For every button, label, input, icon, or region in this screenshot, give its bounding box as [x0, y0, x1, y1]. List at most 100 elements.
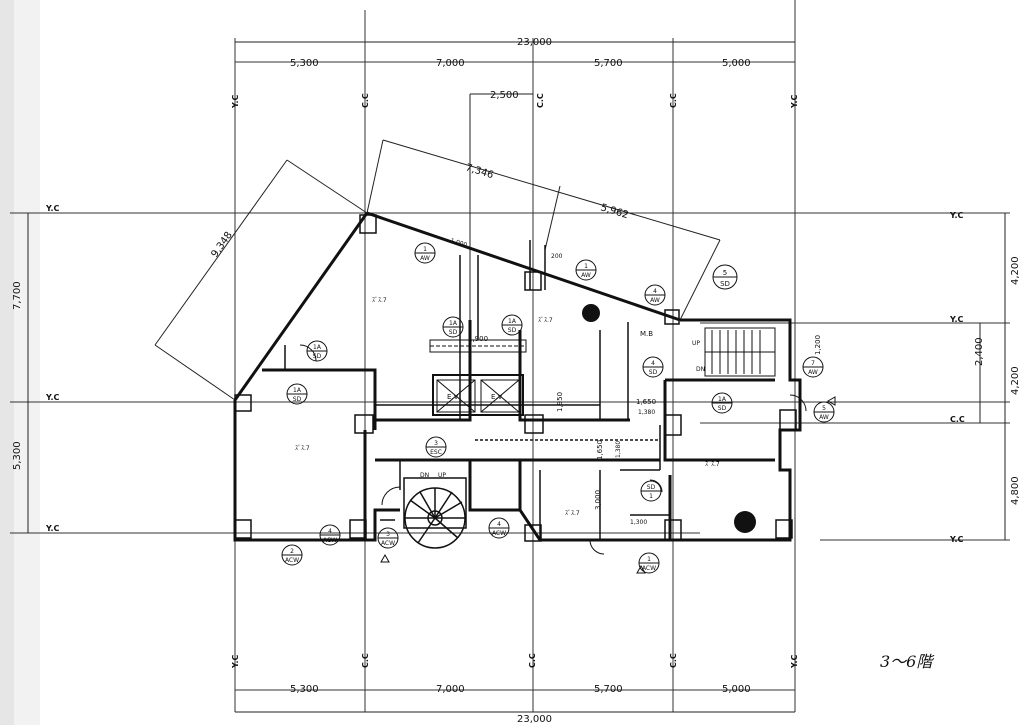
axis-h-left-3: Y.C	[45, 524, 60, 533]
axis-vb-1: Y.C	[231, 654, 240, 669]
elevator-label-2: E.V	[491, 393, 503, 401]
axis-v-3: C.C	[536, 93, 545, 108]
dim-top-3: 5,700	[594, 58, 623, 69]
dim-wall-offset: 1,000	[449, 237, 468, 249]
axis-v-4: C.C	[669, 93, 678, 108]
tag-6-num: 1A	[508, 318, 517, 325]
dim-left-lower: 5,300	[12, 441, 23, 470]
elevator-label-1: E.V	[447, 393, 459, 401]
tag-10-code: AW	[808, 369, 818, 376]
opening-tags	[281, 242, 835, 574]
dim-right-small: 1,200	[814, 335, 822, 355]
tag-4-code: SD	[720, 280, 730, 288]
dim-bottom-2: 7,000	[436, 684, 465, 695]
dim-right-upper: 4,200	[1010, 256, 1021, 285]
tag-1-code: AW	[420, 255, 430, 262]
dim-corridor4: 1,380	[615, 441, 622, 458]
room-label-east: ｽﾞｽ.7	[705, 461, 720, 468]
tag-9-code: SD	[649, 369, 658, 376]
scan-shadow-edge	[0, 0, 14, 725]
handwritten-floor-note: 3～6階	[880, 652, 935, 671]
level-markers	[380, 396, 836, 574]
dim-small-offset: 200	[551, 253, 563, 260]
tag-3-code: AW	[650, 297, 660, 304]
room-label-north: ｽﾞｽ.7	[372, 297, 387, 304]
roof-drain-2	[734, 511, 756, 533]
tag-15-num: 4	[497, 521, 501, 528]
axis-vb-3: C.C	[528, 653, 537, 668]
tag-14-code: 1	[649, 493, 653, 500]
dim-corridor3: 1,650	[596, 440, 604, 460]
door-swings	[299, 344, 807, 555]
dimension-lines	[27, 41, 1006, 713]
axis-h-right-1: Y.C	[949, 211, 964, 220]
dim-bottom-4: 5,000	[722, 684, 751, 695]
axis-h-left-2: Y.C	[45, 393, 60, 402]
dim-corridor: 1,650	[636, 398, 656, 406]
dim-diag-top: 7,346	[464, 162, 495, 181]
axis-vb-5: Y.C	[790, 654, 799, 669]
axis-vb-2: C.C	[361, 653, 370, 668]
dim-shaft-height: 1,950	[556, 392, 564, 412]
tag-14-num: SD	[647, 484, 656, 491]
dim-top-4: 5,000	[722, 58, 751, 69]
tag-11-num: 1A	[718, 396, 727, 403]
tag-4-num: 5	[723, 269, 727, 277]
elevator-shafts	[429, 339, 527, 416]
tag-16-code: ACW	[381, 540, 395, 547]
roof-drain-1	[582, 304, 600, 322]
tag-13-num: 3	[434, 440, 438, 447]
axis-h-right-4: Y.C	[949, 535, 964, 544]
tag-6-code: SD	[508, 327, 517, 334]
tag-19-num: 4	[328, 528, 332, 535]
dim-top-2: 7,000	[436, 58, 465, 69]
grid-lines	[10, 0, 1010, 712]
tag-8-num: 1A	[293, 387, 302, 394]
room-label-south: ｽﾞｽ.7	[565, 510, 580, 517]
spiral-stair	[403, 477, 467, 549]
dim-bottom-1: 5,300	[290, 684, 319, 695]
tag-7-code: SD	[313, 353, 322, 360]
stair-dn-label: DN	[696, 366, 705, 373]
dim-core-depth: 1,900	[468, 335, 488, 343]
tag-10-num: 7	[811, 360, 815, 367]
tag-18-code: ACW	[642, 565, 656, 572]
tag-12-num: 5	[822, 405, 826, 412]
axis-h-left-1: Y.C	[45, 204, 60, 213]
tag-9-num: 4	[651, 360, 655, 367]
tag-1-num: 1	[423, 246, 427, 253]
tag-5-num: 1A	[449, 320, 458, 327]
building-walls	[233, 211, 802, 542]
dim-right-mid: 2,400	[974, 337, 985, 366]
dim-core-width: 2,500	[490, 90, 519, 101]
room-label-center: ｽﾞｽ.7	[538, 317, 553, 324]
tag-17-num: 2	[290, 548, 294, 555]
dim-left-upper: 7,700	[12, 281, 23, 310]
tag-19-code: ACW	[323, 537, 337, 544]
axis-v-5: Y.C	[790, 94, 799, 109]
dim-misc: 1,300	[630, 519, 647, 526]
opening-tag-texts: 1 AW 1 AW 4 AW 5 SD 1A SD 1A SD 1A SD 1A…	[285, 246, 829, 572]
dim-right-mid2: 4,200	[1010, 366, 1021, 395]
dim-right-lower: 4,800	[1010, 476, 1021, 505]
dim-top-1: 5,300	[290, 58, 319, 69]
tag-5-code: SD	[449, 329, 458, 336]
dim-total-bottom: 23,000	[517, 714, 552, 725]
interior-partitions	[284, 240, 670, 540]
axis-h-right-3: C.C	[950, 415, 965, 424]
columns	[234, 214, 797, 542]
dim-diag-left: 9,348	[209, 230, 234, 260]
axis-v-1: Y.C	[231, 94, 240, 109]
spiral-dn-label: DN	[420, 472, 429, 479]
tag-16-num: 3	[386, 531, 390, 538]
spiral-up-label: UP	[438, 472, 446, 479]
tag-2-code: AW	[581, 272, 591, 279]
tag-15-code: ACW	[492, 530, 506, 537]
straight-stair	[704, 327, 776, 377]
stair-up-label: UP	[692, 340, 700, 347]
dim-diag-top-right: 5,962	[599, 202, 630, 221]
axis-v-2: C.C	[361, 93, 370, 108]
tag-13-code: ESC	[430, 449, 442, 456]
tag-2-num: 1	[584, 263, 588, 270]
